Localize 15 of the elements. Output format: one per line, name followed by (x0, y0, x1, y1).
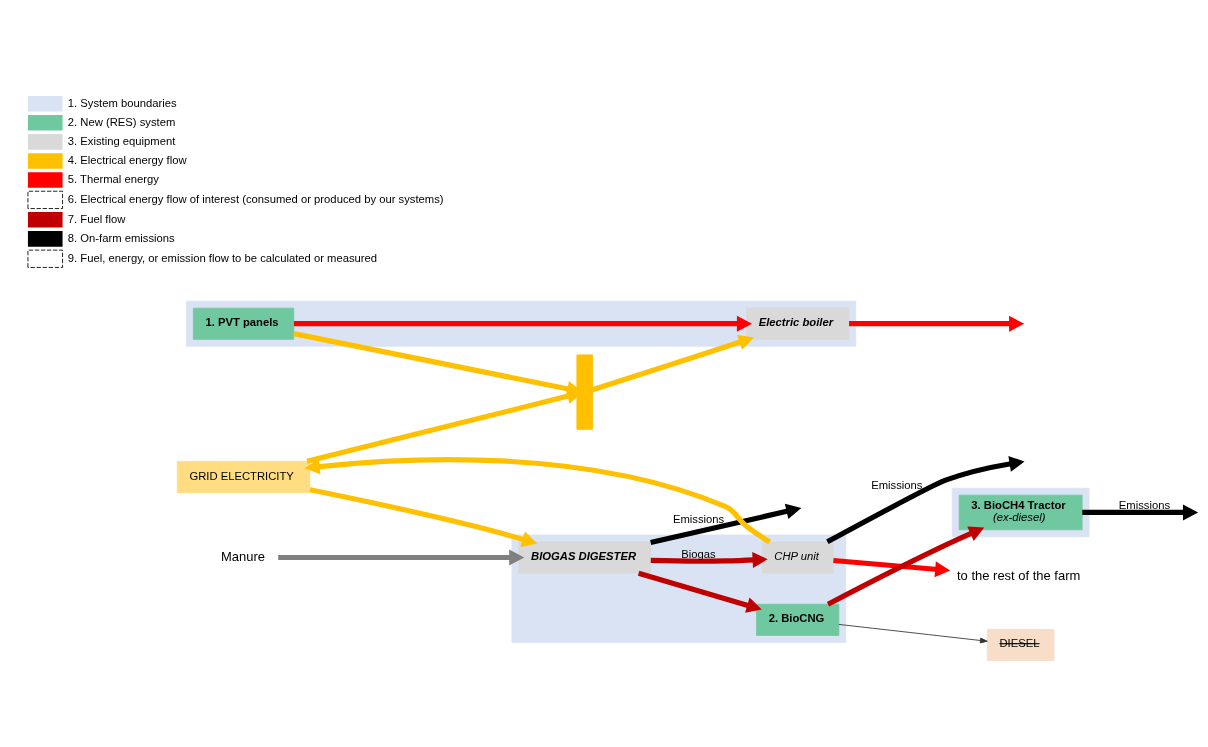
edge-label: Biogas (681, 547, 716, 560)
legend-label: 5. Thermal energy (67, 172, 159, 185)
edge-label: Emissions (1118, 499, 1171, 512)
legend-label: 4. Electrical energy flow (67, 153, 187, 166)
node-text: Manure (221, 548, 266, 564)
node-text: to the rest of the farm (957, 567, 1081, 583)
legend-label: 6. Electrical energy flow of interest (consumed or produced by our systems) (67, 192, 444, 205)
edge-label: Emissions (871, 478, 923, 491)
legend-label: 3. Existing equipment (67, 134, 176, 147)
edge-label: Emissions (672, 513, 725, 526)
legend-label: 7. Fuel flow (67, 212, 126, 225)
legend-label: 8. On-farm emissions (67, 231, 175, 244)
legend-label: 9. Fuel, energy, or emission flow to be calculated or measured (67, 251, 378, 264)
legend-label: 1. System boundaries (67, 96, 177, 109)
legend-label: 2. New (RES) system (67, 115, 176, 128)
